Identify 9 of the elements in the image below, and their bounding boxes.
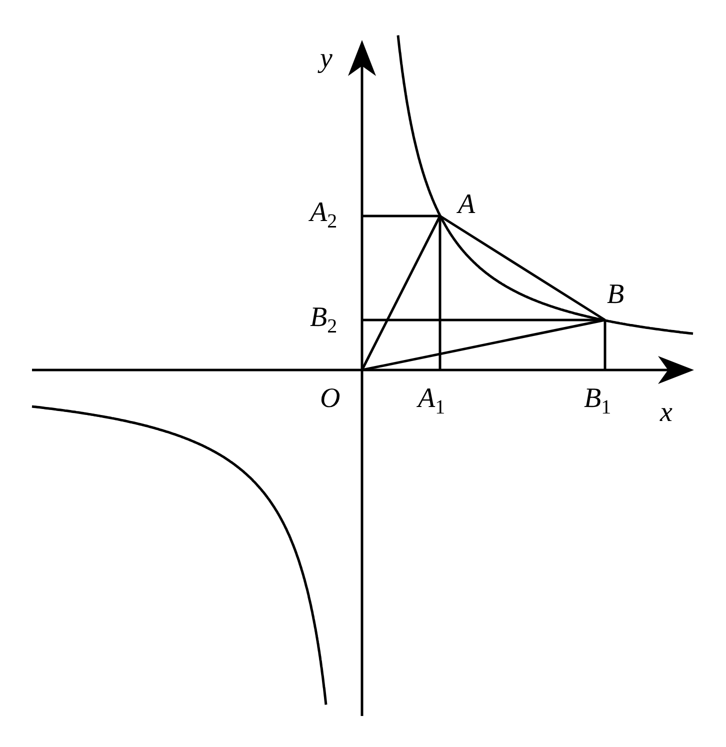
axis-label: x xyxy=(660,398,672,428)
point-label: B$_{2}$ xyxy=(310,303,338,340)
point-label: A$_{2}$ xyxy=(310,198,338,235)
point-label: A xyxy=(458,190,476,220)
point-label: O xyxy=(320,384,340,414)
point-label: A$_{1}$ xyxy=(418,384,446,421)
point-label: B$_{1}$ xyxy=(584,384,612,421)
point-label: B xyxy=(607,280,624,310)
axis-label: y xyxy=(320,44,332,74)
